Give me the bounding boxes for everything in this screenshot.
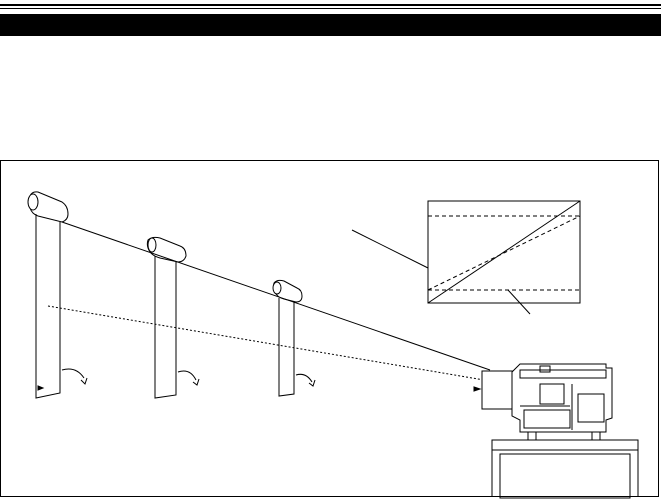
top-rule bbox=[0, 4, 661, 6]
projector-icon bbox=[473, 363, 613, 441]
inset-picture-icon bbox=[351, 200, 581, 315]
section-title-bar bbox=[0, 14, 661, 36]
rotate-arrow-icon bbox=[177, 370, 200, 386]
projector-stand bbox=[491, 439, 639, 499]
screen-2 bbox=[146, 236, 200, 399]
projection-line-top bbox=[61, 221, 491, 371]
figure-frame bbox=[0, 160, 659, 497]
screen-1 bbox=[27, 191, 88, 399]
screen-roll-icon bbox=[146, 236, 187, 263]
rotate-arrow-icon bbox=[295, 373, 316, 387]
projection-line-center bbox=[47, 305, 485, 381]
screen-3 bbox=[272, 279, 316, 397]
callout-leader-bottom bbox=[507, 289, 531, 315]
callout-leader-left bbox=[351, 229, 429, 269]
rotate-arrow-icon bbox=[61, 368, 88, 385]
top-rule-thin bbox=[0, 8, 661, 9]
